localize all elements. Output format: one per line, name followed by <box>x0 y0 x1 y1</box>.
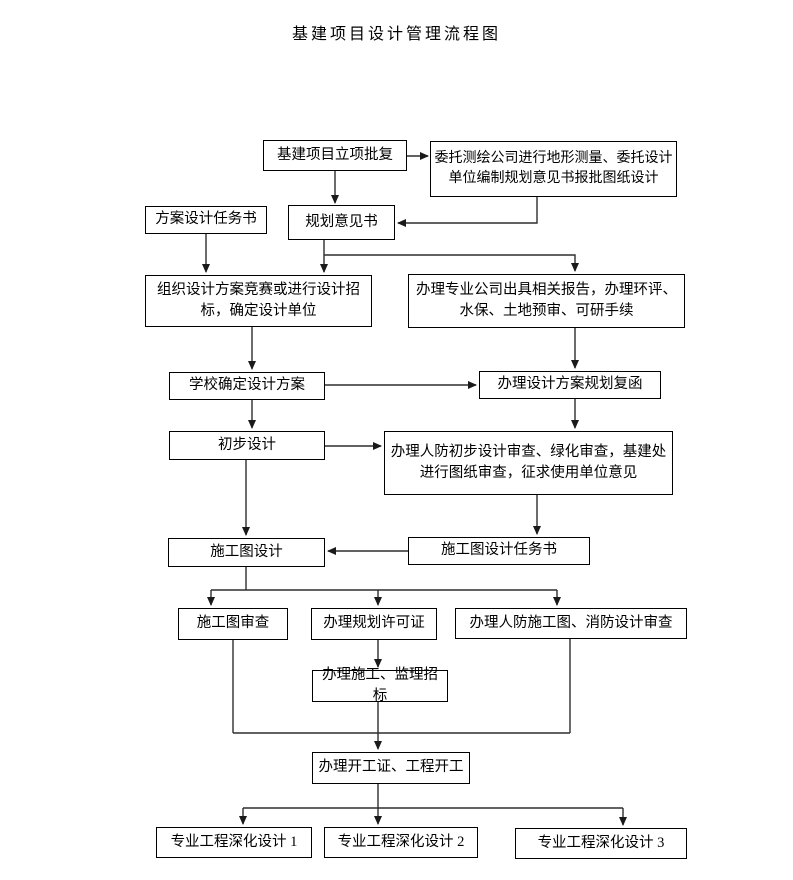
node-planning-opinion: 规划意见书 <box>288 205 395 240</box>
node-planning-permit: 办理规划许可证 <box>311 608 437 640</box>
node-detail-design-3: 专业工程深化设计 3 <box>515 828 687 859</box>
node-civil-defense-review: 办理人防施工图、消防设计审查 <box>455 608 687 639</box>
node-bidding: 办理施工、监理招标 <box>312 667 448 704</box>
node-design-brief: 方案设计任务书 <box>145 206 267 234</box>
node-survey-commission: 委托测绘公司进行地形测量、委托设计单位编制规划意见书报批图纸设计 <box>430 141 677 197</box>
node-construction-brief: 施工图设计任务书 <box>408 537 590 565</box>
node-preliminary-review: 办理人防初步设计审查、绿化审查，基建处进行图纸审查，征求使用单位意见 <box>384 431 673 495</box>
node-planning-reply: 办理设计方案规划复函 <box>479 371 661 399</box>
node-drawing-review: 施工图审查 <box>178 608 288 640</box>
node-commencement: 办理开工证、工程开工 <box>312 752 470 784</box>
node-professional-reports: 办理专业公司出具相关报告，办理环评、水保、土地预审、可研手续 <box>408 274 685 328</box>
node-detail-design-2: 专业工程深化设计 2 <box>324 827 478 858</box>
node-detail-design-1: 专业工程深化设计 1 <box>156 827 312 858</box>
node-school-confirm: 学校确定设计方案 <box>169 372 325 400</box>
node-preliminary-design: 初步设计 <box>169 431 325 460</box>
node-design-competition: 组织设计方案竞赛或进行设计招标，确定设计单位 <box>145 275 372 327</box>
arrow-survey-to-opinion <box>397 197 538 227</box>
arrow-opinion-to-reports <box>324 254 579 272</box>
page-title: 基建项目设计管理流程图 <box>291 26 501 43</box>
node-construction-drawing: 施工图设计 <box>168 538 325 567</box>
node-project-approval: 基建项目立项批复 <box>263 140 407 171</box>
